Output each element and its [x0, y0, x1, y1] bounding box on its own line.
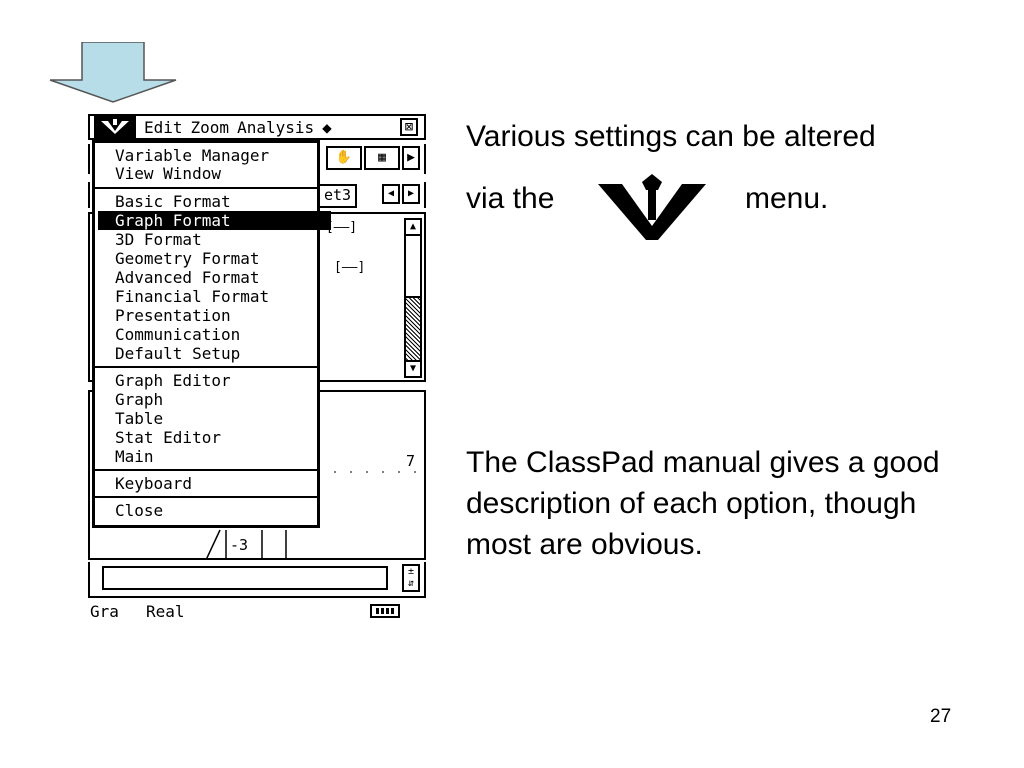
menu-item-main[interactable]: Main: [115, 447, 154, 466]
menu-item-advanced-format[interactable]: Advanced Format: [115, 268, 260, 287]
menu-item-table[interactable]: Table: [115, 409, 164, 428]
close-icon[interactable]: ⊠: [400, 118, 418, 136]
page-number: 27: [930, 706, 952, 727]
status-bar: Gra Real: [88, 596, 426, 622]
status-mode: Gra: [90, 602, 119, 621]
classpad-menu-icon: [598, 174, 706, 240]
y-tick-label: -3: [230, 536, 249, 554]
sheet-tab[interactable]: et3: [318, 184, 358, 208]
menu-item-view-window[interactable]: View Window: [115, 164, 221, 183]
hand-icon[interactable]: ✋: [326, 146, 362, 170]
manual-description: The ClassPad manual gives a good descrip…: [466, 446, 940, 561]
classpad-screen: Edit Zoom Analysis ◆ ⊠ ✋ ▦ ▶ et3 ◀ ▶ ▸[—…: [88, 112, 428, 622]
menu-edit[interactable]: Edit: [144, 117, 183, 137]
scrollbar-thumb[interactable]: [406, 236, 420, 298]
menu-item-basic-format[interactable]: Basic Format: [115, 192, 231, 211]
menu-item-variable-manager[interactable]: Variable Manager: [115, 146, 270, 165]
menu-separator: [95, 366, 317, 368]
graph-table-icon[interactable]: ▦: [364, 146, 400, 170]
classpad-dropdown-menu: Variable Manager View Window Basic Forma…: [92, 140, 331, 528]
entry-field[interactable]: [102, 566, 388, 590]
input-toggle-icon[interactable]: ±⇵: [402, 564, 420, 592]
menu-separator: [95, 469, 317, 471]
menu-item-graph[interactable]: Graph: [115, 390, 164, 409]
toolbar: ✋ ▦ ▶: [88, 144, 426, 174]
menu-item-stat-editor[interactable]: Stat Editor: [115, 428, 221, 447]
scroll-down-icon[interactable]: ▼: [406, 360, 420, 376]
menu-item-graph-format[interactable]: Graph Format: [98, 211, 331, 230]
menu-item-close[interactable]: Close: [115, 501, 164, 520]
sheet-prev-icon[interactable]: ◀: [382, 184, 400, 204]
x-tick-label: 7: [406, 452, 416, 470]
scroll-up-icon[interactable]: ▲: [406, 220, 420, 236]
menu-item-communication[interactable]: Communication: [115, 325, 241, 344]
input-line: ±⇵: [88, 562, 426, 596]
scrollbar[interactable]: ▲ ▼: [404, 218, 422, 378]
menu-item-3d-format[interactable]: 3D Format: [115, 230, 202, 249]
status-number-format: Real: [146, 602, 185, 621]
sheet-row: et3 ◀ ▶: [88, 182, 426, 208]
range-marker: [——]: [334, 260, 366, 275]
settings-text-line1: Various settings can be altered: [466, 120, 876, 153]
down-arrow-icon: [49, 42, 177, 103]
menu-item-keyboard[interactable]: Keyboard: [115, 474, 193, 493]
menu-item-geometry-format[interactable]: Geometry Format: [115, 249, 260, 268]
menu-separator: [95, 187, 317, 189]
menu-item-presentation[interactable]: Presentation: [115, 306, 231, 325]
graph-plot: [206, 471, 424, 558]
menu-item-graph-editor[interactable]: Graph Editor: [115, 371, 231, 390]
menu-separator: [95, 496, 317, 498]
menu-item-financial-format[interactable]: Financial Format: [115, 287, 270, 306]
settings-text-prefix: via the: [466, 182, 555, 215]
settings-text-suffix: menu.: [745, 182, 829, 215]
classpad-menu-button[interactable]: [94, 116, 136, 138]
battery-icon: [370, 604, 400, 618]
menubar: Edit Zoom Analysis ◆ ⊠: [88, 114, 426, 140]
menu-zoom[interactable]: Zoom: [190, 117, 230, 137]
sheet-next-icon[interactable]: ▶: [402, 184, 420, 204]
toolbar-right-arrow-icon[interactable]: ▶: [402, 146, 420, 170]
menu-item-default-setup[interactable]: Default Setup: [115, 344, 241, 363]
menu-diamond[interactable]: ◆: [322, 117, 332, 137]
menu-analysis[interactable]: Analysis: [237, 117, 315, 137]
